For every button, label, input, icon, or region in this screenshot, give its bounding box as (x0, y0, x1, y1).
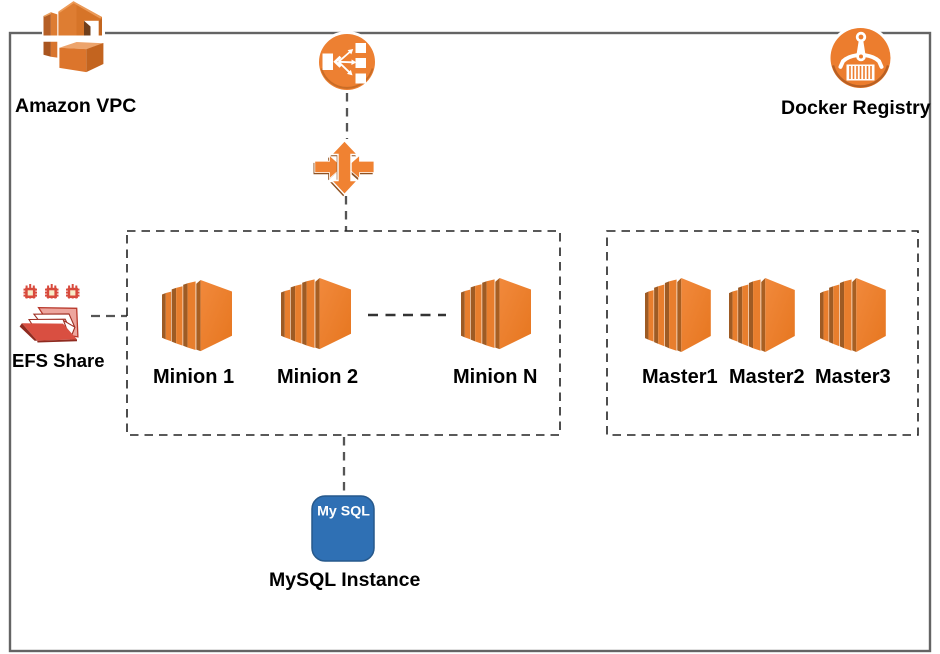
svg-text:EFS Share: EFS Share (12, 350, 105, 371)
svg-text:Amazon VPC: Amazon VPC (15, 95, 136, 117)
svg-text:Minion 1: Minion 1 (153, 366, 234, 388)
svg-text:Master2: Master2 (729, 366, 805, 388)
svg-text:MySQL Instance: MySQL Instance (269, 569, 421, 591)
svg-text:Master1: Master1 (642, 366, 718, 388)
svg-text:Docker Registry: Docker Registry (781, 97, 931, 119)
svg-text:Minion 2: Minion 2 (277, 366, 358, 388)
svg-text:Master3: Master3 (815, 366, 891, 388)
svg-text:Minion N: Minion N (453, 366, 537, 388)
svg-text:My SQL: My SQL (317, 504, 370, 520)
